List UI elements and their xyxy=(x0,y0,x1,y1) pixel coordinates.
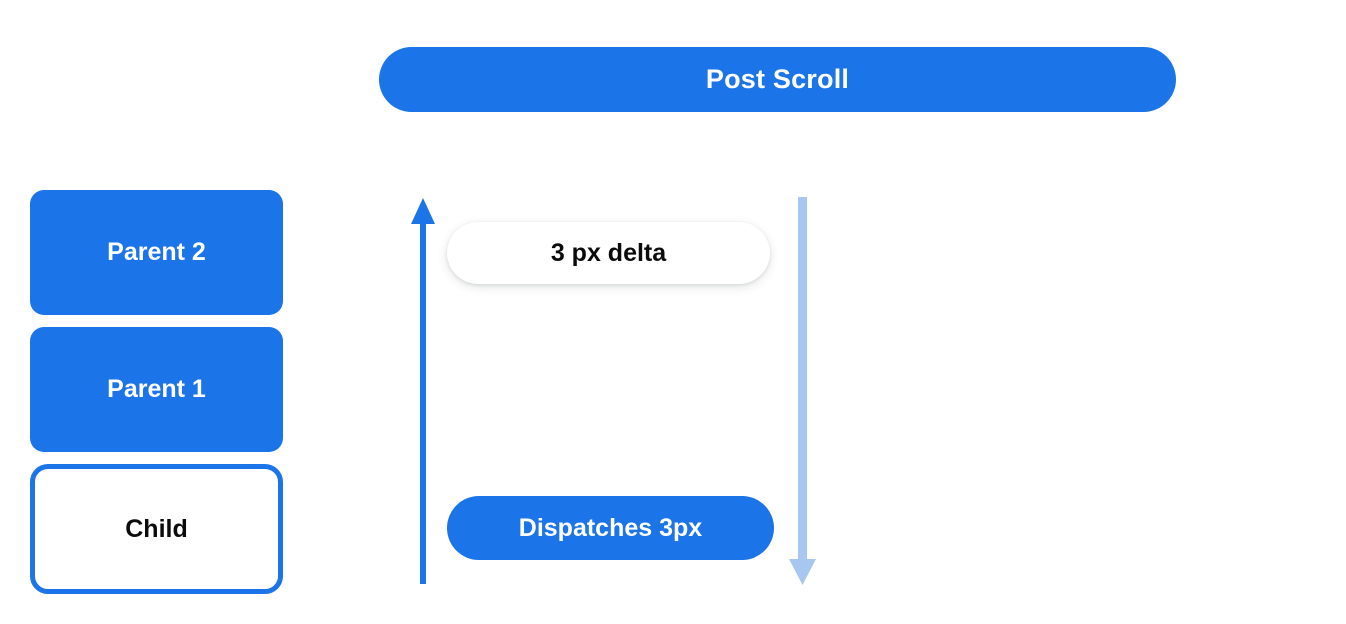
node-box-parent-2[interactable]: Parent 2 xyxy=(30,190,283,315)
dispatches-pill[interactable]: Dispatches 3px xyxy=(447,496,774,560)
node-box-child[interactable]: Child xyxy=(30,464,283,594)
node-stack-divider xyxy=(30,452,283,464)
node-box-parent-1-label: Parent 1 xyxy=(107,375,206,403)
node-box-child-label: Child xyxy=(125,514,188,543)
node-box-parent-1[interactable]: Parent 1 xyxy=(30,327,283,452)
node-stack: Parent 2 Parent 1 Child xyxy=(30,190,283,594)
node-stack-divider xyxy=(30,315,283,327)
scroll-down-arrow-icon xyxy=(789,197,816,585)
scroll-up-arrow-icon xyxy=(411,198,435,584)
node-box-parent-2-label: Parent 2 xyxy=(107,238,206,266)
post-scroll-header-label: Post Scroll xyxy=(705,64,850,94)
dispatches-pill-label: Dispatches 3px xyxy=(518,513,703,542)
delta-pill[interactable]: 3 px delta xyxy=(447,222,770,284)
post-scroll-header-bar[interactable]: Post Scroll xyxy=(379,47,1176,112)
delta-pill-label: 3 px delta xyxy=(550,238,667,267)
